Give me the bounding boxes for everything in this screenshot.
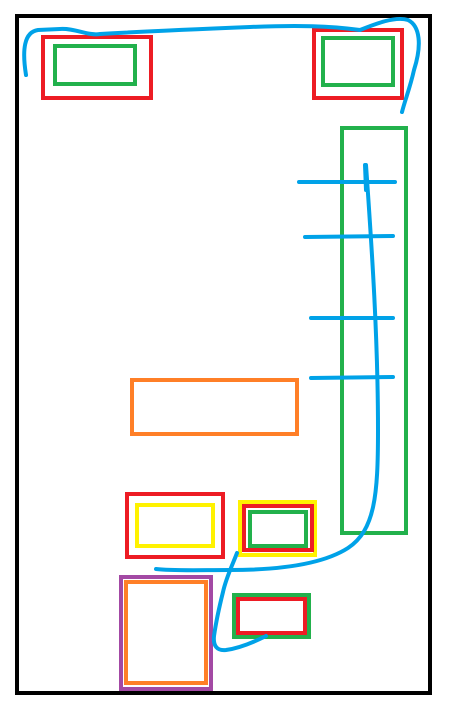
outer-frame <box>15 14 432 695</box>
bottom-right-green-box <box>232 593 311 639</box>
middle-orange-box <box>130 378 299 436</box>
top-right-green-box <box>321 36 395 87</box>
bottom-purple-box <box>119 575 213 691</box>
top-left-red-box <box>41 35 153 100</box>
blue-tick-2 <box>303 234 395 239</box>
right-blue-arc <box>154 163 380 573</box>
lower-left-red-box <box>125 492 225 559</box>
top-blue-arc <box>22 17 421 114</box>
lower-mid-green-box <box>248 510 308 548</box>
bottom-blue-curve <box>211 551 268 653</box>
right-tall-green-panel <box>340 126 408 535</box>
top-left-green-box <box>53 44 137 86</box>
lower-mid-red-box <box>242 504 314 552</box>
lower-mid-yellow-box <box>238 500 317 557</box>
bottom-orange-box <box>124 580 208 685</box>
lower-left-yellow-box <box>135 503 215 548</box>
blue-vertical-stroke <box>363 163 368 192</box>
bottom-right-red-box <box>236 597 307 635</box>
blue-tick-4 <box>309 375 395 380</box>
